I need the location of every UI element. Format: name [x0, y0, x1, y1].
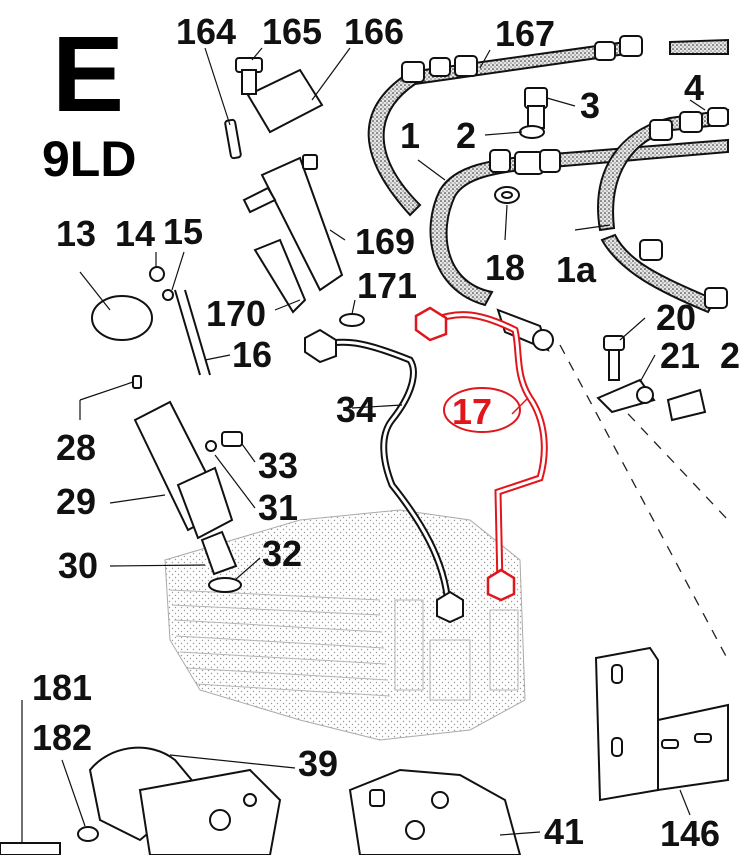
banjo-bolt-group [494, 87, 548, 204]
callout-181: 181 [32, 667, 93, 708]
callout-21: 21 [660, 335, 701, 376]
engine-block [164, 509, 526, 741]
callout-3: 3 [580, 85, 601, 126]
callout-2-right: 2 [720, 335, 740, 376]
callout-17-highlighted: 17 [452, 391, 493, 432]
injection-pipe-34 [319, 338, 452, 606]
callout-16: 16 [232, 334, 273, 375]
callout-20: 20 [656, 297, 697, 338]
callout-4: 4 [684, 67, 705, 108]
callout-170: 170 [206, 293, 267, 334]
callout-14: 14 [115, 213, 156, 254]
callout-1: 1 [400, 115, 421, 156]
callout-31: 31 [258, 487, 299, 528]
callout-30: 30 [58, 545, 99, 586]
leader-lines [21, 47, 706, 843]
highlight-oval [443, 387, 521, 433]
callout-165: 165 [262, 11, 323, 52]
callout-13: 13 [56, 213, 97, 254]
pump-39 [0, 746, 282, 855]
section-letter: E [52, 13, 125, 134]
callout-169: 169 [355, 221, 416, 262]
callout-182: 182 [32, 717, 93, 758]
pipe-17-nuts [414, 306, 516, 602]
callout-28: 28 [56, 427, 97, 468]
callout-164: 164 [176, 11, 237, 52]
hose-fittings [401, 35, 729, 309]
pipe-34-nuts [304, 328, 464, 624]
callout-1a: 1a [556, 249, 597, 290]
callout-15: 15 [163, 211, 204, 252]
callout-146: 146 [660, 813, 721, 854]
callout-41: 41 [544, 811, 585, 852]
callout-29: 29 [56, 481, 97, 522]
injector-assembly [224, 57, 365, 327]
callout-18: 18 [485, 247, 526, 288]
dashed-leaders [559, 344, 729, 661]
callout-39: 39 [298, 743, 339, 784]
callout-34: 34 [336, 389, 377, 430]
clamp-hardware [496, 308, 707, 422]
injector [91, 266, 243, 593]
callout-167: 167 [495, 13, 556, 54]
fuel-hoses [367, 38, 729, 314]
callout-32: 32 [262, 533, 303, 574]
injection-pipe-17 [428, 311, 548, 586]
callout-2: 2 [456, 115, 477, 156]
highlight-leader [511, 397, 529, 415]
bracket-146 [594, 646, 729, 802]
callout-166: 166 [344, 11, 405, 52]
part-41 [348, 768, 522, 855]
callout-171: 171 [357, 265, 418, 306]
callout-33: 33 [258, 445, 299, 486]
engine-model: 9LD [42, 131, 137, 187]
